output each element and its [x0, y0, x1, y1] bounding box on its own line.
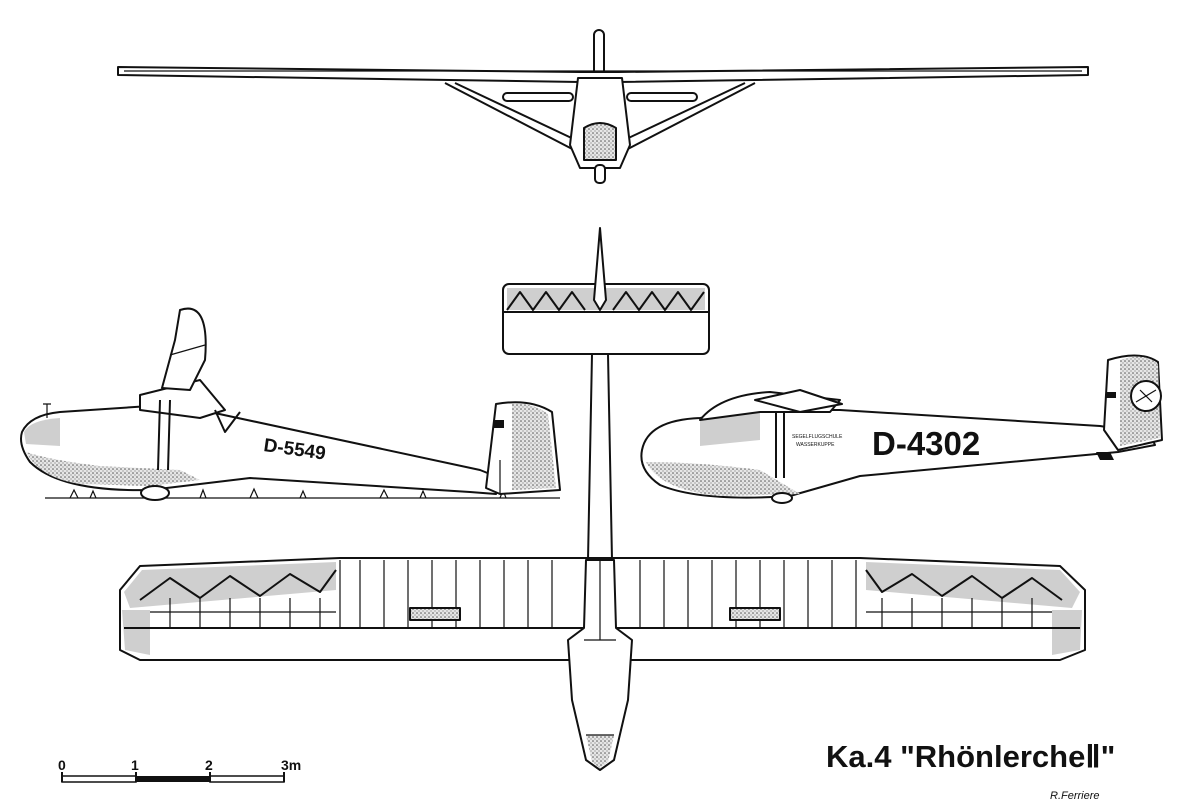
top-view-fin	[593, 227, 607, 311]
front-view	[117, 29, 1089, 184]
left-side-wing-profile	[161, 307, 207, 391]
scale-bar: 0 1 2 3m	[58, 757, 301, 783]
left-side-view: D-5549	[20, 307, 561, 501]
scale-label-0: 0	[58, 757, 66, 773]
right-side-fuselage	[640, 409, 1156, 499]
front-view-right-strut	[619, 82, 756, 153]
fuselage-lettering-line2: WASSERKUPPE	[796, 442, 835, 448]
top-view-boom	[587, 353, 613, 561]
fuselage-lettering-line1: SEGELFLUGSCHULE	[792, 434, 843, 440]
scale-label-2: 2	[205, 757, 213, 773]
left-side-wheel	[140, 485, 170, 501]
front-view-left-strut	[444, 82, 581, 153]
right-side-view: SEGELFLUGSCHULE WASSERKUPPE D-4302	[640, 354, 1163, 504]
drawing-title: Ka.4 "RhönlercheⅡ"	[826, 739, 1115, 774]
artist-credit: R.Ferriere	[1050, 790, 1100, 802]
scale-label-3m: 3m	[281, 757, 301, 773]
right-side-registration: D-4302	[872, 425, 980, 462]
scale-label-1: 1	[131, 757, 139, 773]
top-view	[119, 227, 1086, 771]
front-view-skid	[594, 164, 606, 184]
top-view-fuselage	[567, 559, 633, 771]
right-side-wheel	[771, 492, 793, 504]
